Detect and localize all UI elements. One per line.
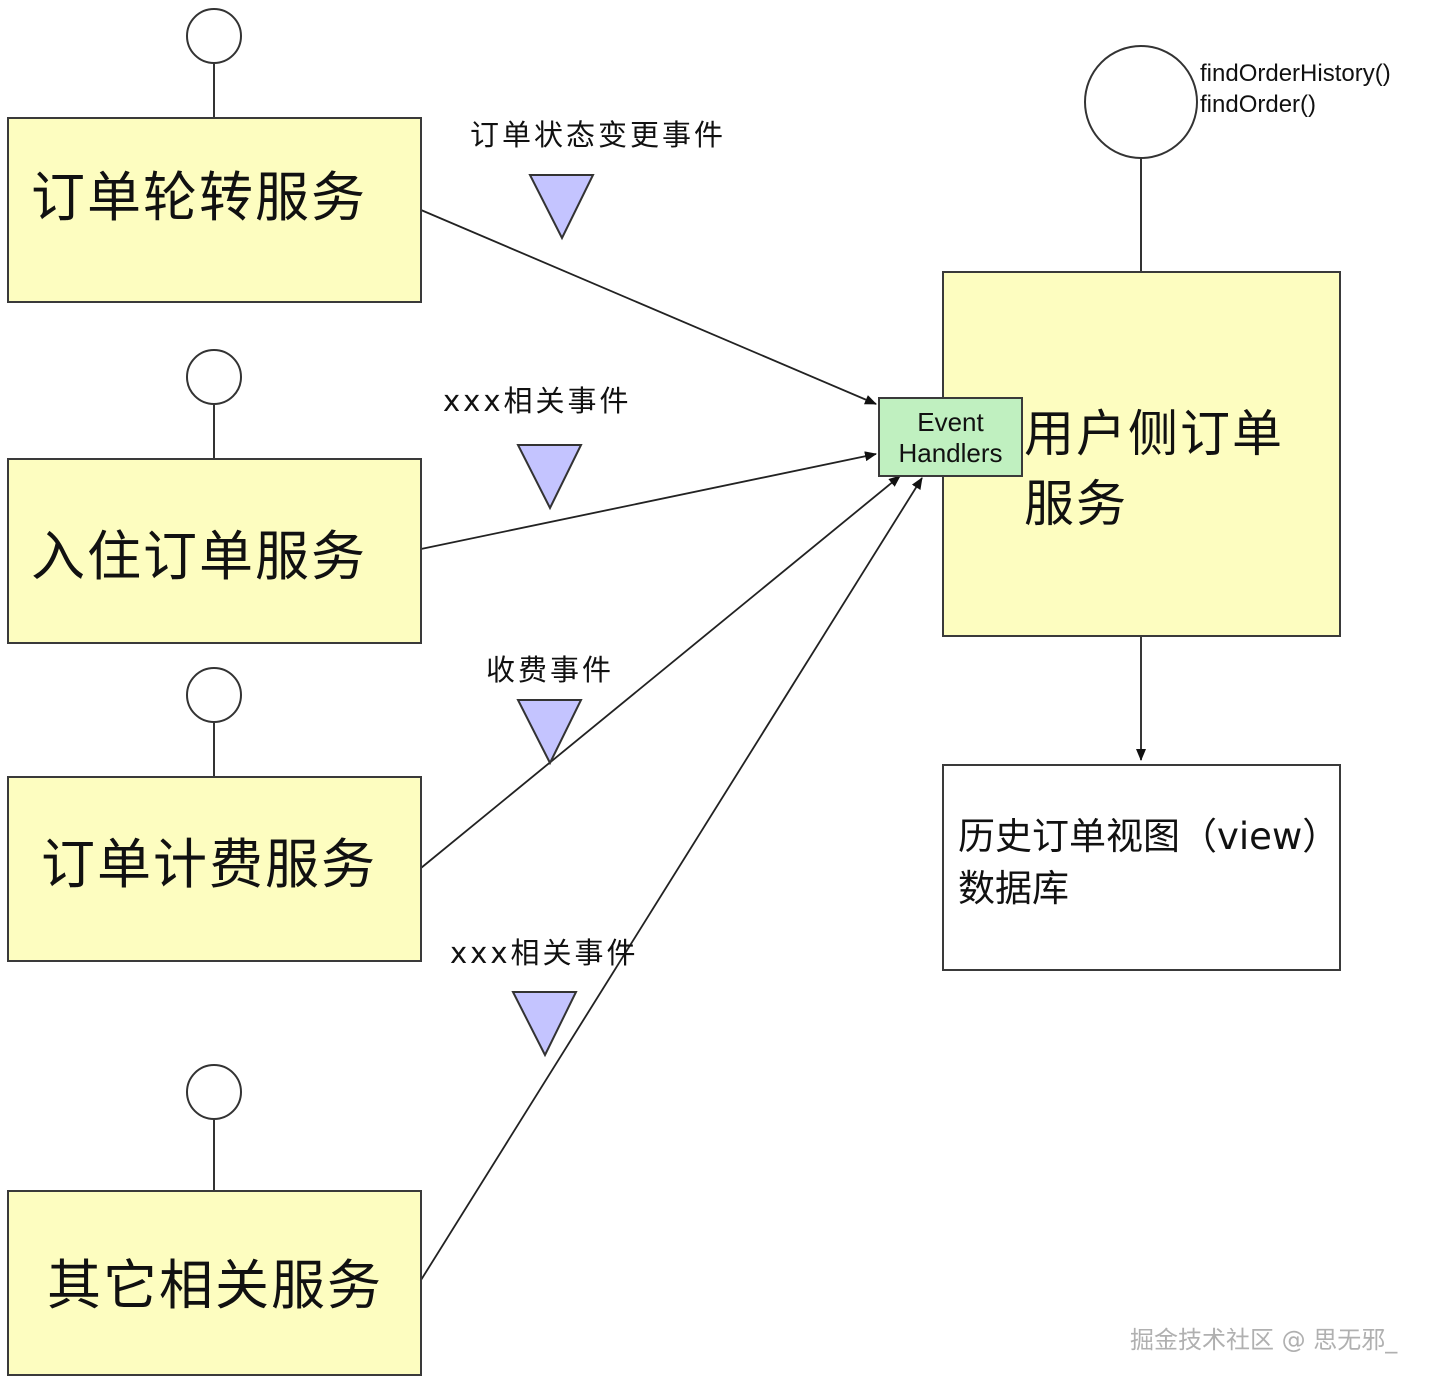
target-label-line2: 服务 bbox=[1024, 475, 1128, 533]
service-box-other[interactable]: 其它相关服务 bbox=[7, 1190, 422, 1376]
method-find-order-history: findOrderHistory() bbox=[1200, 60, 1391, 87]
service-label: 订单计费服务 bbox=[41, 833, 377, 896]
service-label: 入住订单服务 bbox=[31, 525, 367, 588]
interface-methods: findOrderHistory() findOrder() bbox=[1200, 58, 1391, 120]
watermark: 掘金技术社区 @ 思无邪_ bbox=[1130, 1326, 1398, 1354]
service-label: 其它相关服务 bbox=[47, 1254, 383, 1317]
event-arrow bbox=[420, 477, 923, 1281]
interface-circle bbox=[186, 1064, 242, 1120]
event-triangle bbox=[511, 991, 578, 1058]
event-arrow bbox=[420, 475, 901, 869]
order-history-view-db[interactable]: 历史订单视图（view） 数据库 bbox=[942, 764, 1341, 971]
event-label: xxx相关事件 bbox=[443, 384, 632, 418]
service-box-order-billing[interactable]: 订单计费服务 bbox=[7, 776, 422, 962]
event-arrow bbox=[420, 209, 877, 405]
target-label-line1: 用户侧订单 bbox=[1024, 405, 1284, 463]
event-label: 订单状态变更事件 bbox=[470, 118, 727, 152]
event-triangle bbox=[516, 699, 583, 766]
handler-label-line1: Event bbox=[917, 407, 984, 437]
db-label-line1: 历史订单视图（view） bbox=[958, 815, 1340, 858]
service-label: 订单轮转服务 bbox=[31, 166, 367, 229]
event-label: 收费事件 bbox=[486, 653, 615, 687]
interface-circle bbox=[186, 667, 242, 723]
handler-label-line2: Handlers bbox=[898, 438, 1003, 469]
event-arrow bbox=[420, 451, 877, 550]
interface-circle bbox=[186, 349, 242, 405]
service-box-order-rotation[interactable]: 订单轮转服务 bbox=[7, 117, 422, 303]
event-triangle bbox=[528, 174, 595, 241]
interface-circle bbox=[1084, 45, 1198, 159]
event-triangle bbox=[516, 444, 583, 511]
interface-circle bbox=[186, 8, 242, 64]
event-label: xxx相关事件 bbox=[450, 936, 639, 970]
event-handlers-box[interactable]: Event Handlers bbox=[878, 397, 1023, 477]
method-find-order: findOrder() bbox=[1200, 91, 1317, 119]
service-box-checkin-order[interactable]: 入住订单服务 bbox=[7, 458, 422, 644]
db-label-line2: 数据库 bbox=[958, 867, 1069, 910]
